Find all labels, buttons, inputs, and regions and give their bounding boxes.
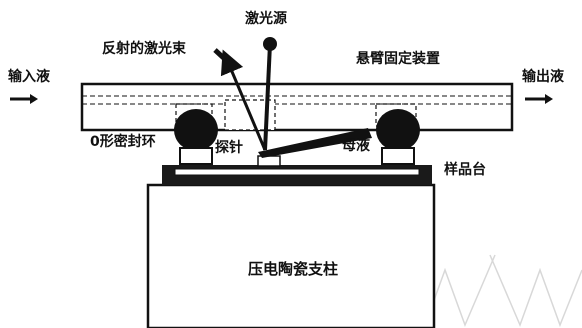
label-reflected-beam: 反射的激光束: [102, 41, 186, 57]
cantilever-holder: [80, 82, 514, 132]
inlet-arrow-icon: [10, 94, 38, 104]
label-inlet: 输入液: [8, 69, 50, 85]
o-ring-right: [376, 109, 420, 151]
o-ring-seals: [174, 109, 420, 165]
reflected-beam: [213, 48, 267, 151]
label-piezo-column: 压电陶瓷支柱: [248, 260, 339, 278]
laser-beam: [263, 37, 277, 151]
outlet-arrow-icon: [525, 94, 553, 104]
label-outlet: 输出液: [522, 69, 564, 85]
label-probe: 探针: [215, 140, 243, 156]
label-laser-source: 激光源: [245, 11, 287, 27]
label-cantilever-holder: 悬臂固定装置: [356, 51, 440, 67]
label-sample-stage: 样品台: [444, 162, 486, 178]
o-ring-left: [174, 109, 218, 151]
piezo-column: [146, 183, 436, 328]
sample-stage: [162, 155, 432, 185]
label-o-ring: 0形密封环: [90, 134, 156, 150]
label-mother-liquor: 母液: [342, 138, 370, 154]
probe-cantilever: [258, 128, 372, 158]
